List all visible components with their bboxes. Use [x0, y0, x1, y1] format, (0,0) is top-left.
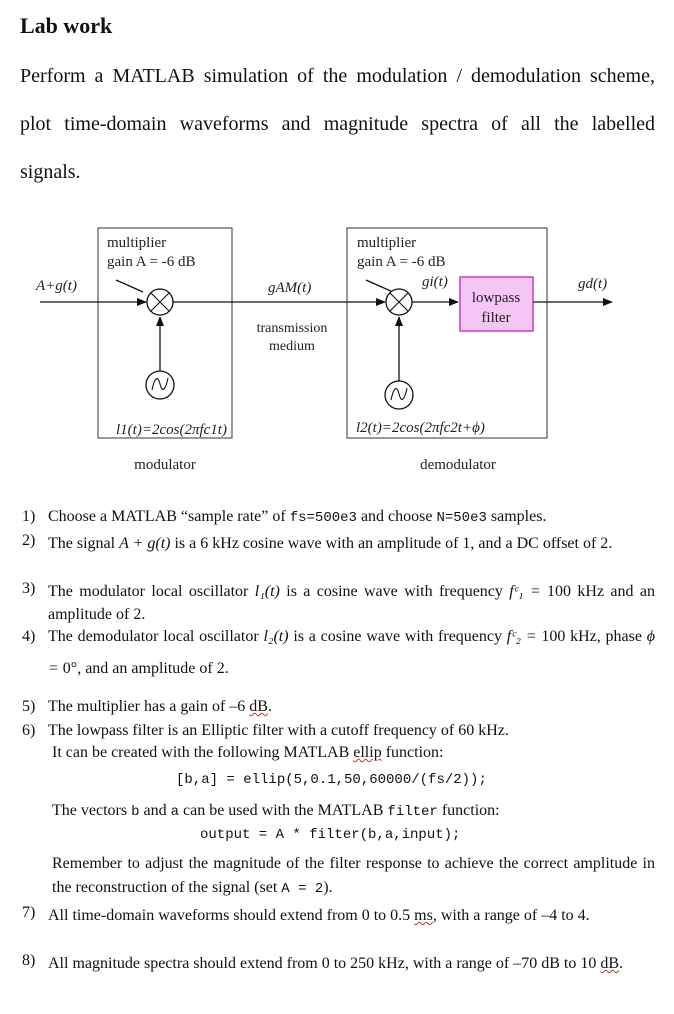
demodulator-label: demodulator [420, 457, 496, 473]
remember-note: Remember to adjust the magnitude of the … [52, 855, 655, 897]
demod-multiply-cross [389, 292, 409, 312]
l2-label: l2(t)=2cos(2πfc2t+ϕ) [356, 420, 485, 436]
filter-label-2: filter [481, 310, 510, 326]
demod-gain-label: gain A = -6 dB [357, 254, 445, 270]
filter-label-1: lowpass [472, 290, 520, 306]
demod-sine-icon [390, 387, 408, 401]
demodulator-box [346, 227, 548, 439]
intro-line-3: signals. [20, 161, 81, 183]
medium-label-1: transmission [257, 321, 328, 336]
medium-label-2: medium [269, 339, 315, 354]
modulation-diagram: multiplier gain A = -6 dB multiplier gai… [35, 227, 613, 473]
modulator-label: modulator [134, 457, 196, 473]
page-title: Lab work [20, 13, 113, 38]
filter-code: output = A * filter(b,a,input); [200, 827, 461, 843]
filter-description: The vectors b and a can be used with the… [52, 802, 500, 820]
mod-sine-icon [151, 377, 169, 391]
input-signal-label: A+g(t) [35, 278, 77, 294]
demod-gain-pointer [365, 279, 394, 293]
gam-signal-label: gAM(t) [268, 280, 311, 296]
gd-signal-label: gd(t) [578, 276, 607, 292]
mod-gain-label: gain A = -6 dB [107, 254, 195, 270]
mod-multiplier-label: multiplier [107, 235, 166, 251]
mod-gain-pointer [115, 279, 144, 293]
intro-line-2: plot time-domain waveforms and magnitude… [20, 113, 655, 135]
mod-multiply-cross [150, 292, 170, 312]
ellip-description: It can be created with the following MAT… [52, 744, 444, 761]
modulator-box [97, 227, 233, 439]
gi-signal-label: gi(t) [422, 274, 448, 290]
l1-label: l1(t)=2cos(2πfc1t) [116, 422, 227, 438]
lowpass-filter-box [459, 276, 534, 332]
intro-line-1: Perform a MATLAB simulation of the modul… [20, 65, 655, 87]
demod-multiplier-label: multiplier [357, 235, 416, 251]
ellip-code: [b,a] = ellip(5,0.1,50,60000/(fs/2)); [176, 772, 487, 788]
